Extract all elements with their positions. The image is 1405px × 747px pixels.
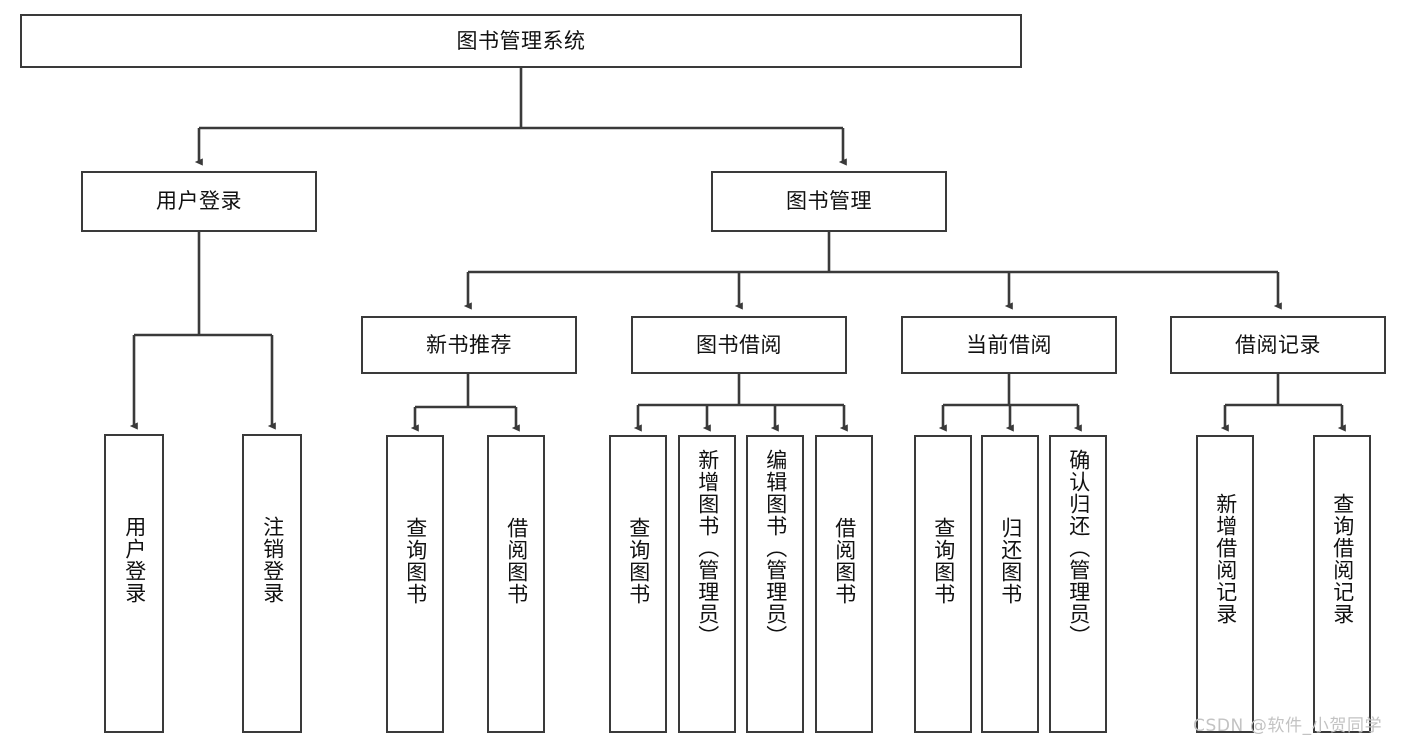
node-book-manage-label: 图书管理	[786, 189, 872, 214]
node-borrow-record[interactable]: 借阅记录	[1170, 316, 1386, 374]
csdn-watermark: CSDN @软件_小贺同学	[1193, 716, 1383, 736]
node-leaf-query-book-1[interactable]: 查询图书	[386, 435, 444, 733]
node-leaf-query-book-2[interactable]: 查询图书	[609, 435, 667, 733]
node-leaf-query-book-3[interactable]: 查询图书	[914, 435, 972, 733]
node-leaf-confirm-return[interactable]: 确认归还（管理员）	[1049, 435, 1107, 733]
node-leaf-edit-book[interactable]: 编辑图书（管理员）	[746, 435, 804, 733]
node-leaf-user-login[interactable]: 用户登录	[104, 434, 164, 733]
node-leaf-borrow-book-2[interactable]: 借阅图书	[815, 435, 873, 733]
node-book-manage[interactable]: 图书管理	[711, 171, 947, 232]
node-leaf-borrow-book-1[interactable]: 借阅图书	[487, 435, 545, 733]
node-leaf-query-book-1-label: 查询图书	[403, 517, 428, 605]
node-leaf-add-book-label: 新增图书（管理员）	[695, 449, 720, 647]
node-leaf-borrow-book-1-label: 借阅图书	[504, 517, 529, 605]
node-leaf-user-login-label: 用户登录	[122, 516, 147, 604]
node-leaf-query-book-3-label: 查询图书	[931, 517, 956, 605]
node-leaf-confirm-return-label: 确认归还（管理员）	[1066, 449, 1091, 647]
node-leaf-add-book[interactable]: 新增图书（管理员）	[678, 435, 736, 733]
node-user-login-label: 用户登录	[156, 189, 242, 214]
node-root[interactable]: 图书管理系统	[20, 14, 1022, 68]
node-leaf-query-record[interactable]: 查询借阅记录	[1313, 435, 1371, 733]
node-leaf-logout-label: 注销登录	[260, 516, 285, 604]
node-new-book-recommend-label: 新书推荐	[426, 332, 512, 357]
node-leaf-add-record-label: 新增借阅记录	[1213, 493, 1238, 625]
node-leaf-edit-book-label: 编辑图书（管理员）	[763, 449, 788, 647]
node-leaf-add-record[interactable]: 新增借阅记录	[1196, 435, 1254, 733]
node-book-borrow-label: 图书借阅	[696, 332, 782, 357]
node-leaf-return-book-label: 归还图书	[998, 517, 1023, 605]
node-current-borrow[interactable]: 当前借阅	[901, 316, 1117, 374]
node-new-book-recommend[interactable]: 新书推荐	[361, 316, 577, 374]
node-current-borrow-label: 当前借阅	[966, 332, 1052, 357]
node-leaf-query-record-label: 查询借阅记录	[1330, 493, 1355, 625]
node-user-login[interactable]: 用户登录	[81, 171, 317, 232]
node-borrow-record-label: 借阅记录	[1235, 332, 1321, 357]
node-leaf-borrow-book-2-label: 借阅图书	[832, 517, 857, 605]
node-leaf-logout[interactable]: 注销登录	[242, 434, 302, 733]
node-root-label: 图书管理系统	[456, 28, 586, 53]
node-leaf-return-book[interactable]: 归还图书	[981, 435, 1039, 733]
node-book-borrow[interactable]: 图书借阅	[631, 316, 847, 374]
node-leaf-query-book-2-label: 查询图书	[626, 517, 651, 605]
